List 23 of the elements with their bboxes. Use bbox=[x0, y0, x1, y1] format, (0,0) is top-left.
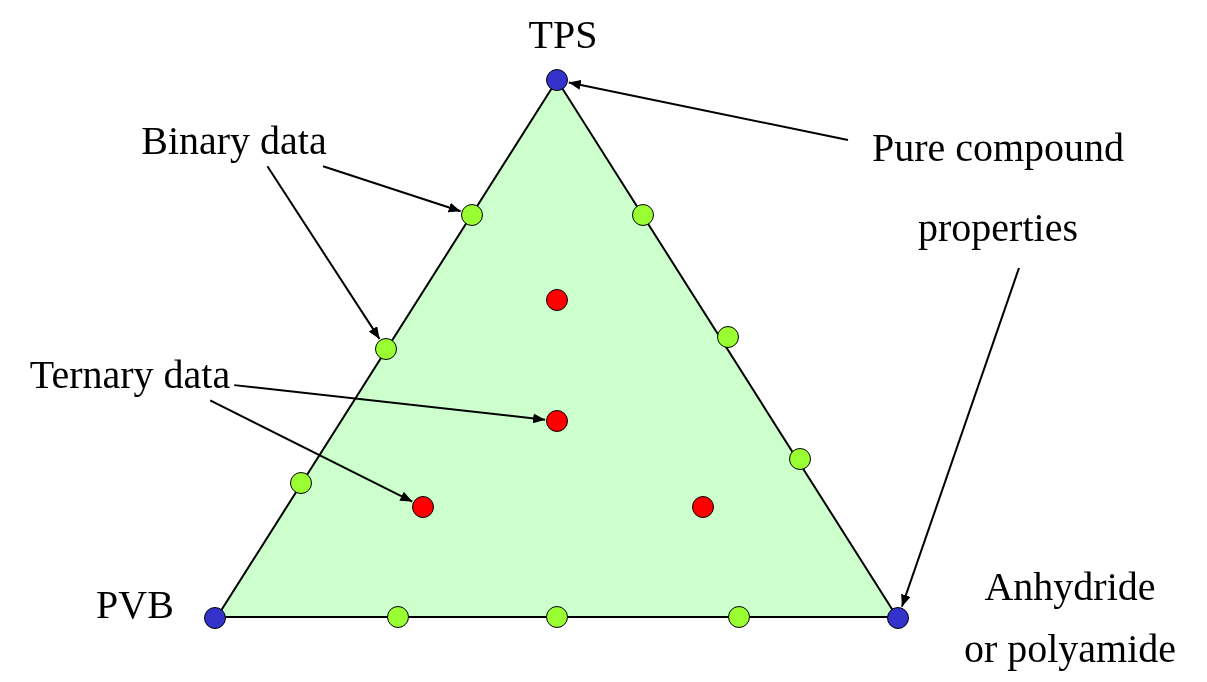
callout-label: Ternary data bbox=[29, 352, 231, 398]
data-point bbox=[632, 204, 654, 226]
leader-arrow bbox=[322, 165, 462, 213]
data-point bbox=[375, 338, 397, 360]
vertex-label: TPS bbox=[528, 12, 598, 58]
data-point bbox=[728, 606, 750, 628]
data-point bbox=[204, 607, 226, 629]
leader-arrow bbox=[900, 267, 1020, 608]
data-point bbox=[546, 69, 568, 91]
data-point bbox=[717, 326, 739, 348]
leader-arrow bbox=[233, 384, 547, 424]
data-point bbox=[887, 607, 909, 629]
callout-label: Binary data bbox=[141, 118, 327, 164]
leader-arrow bbox=[567, 79, 849, 141]
vertex-label: Anhydride or polyamide bbox=[963, 563, 1177, 673]
data-point bbox=[290, 472, 312, 494]
data-point bbox=[789, 448, 811, 470]
leader-arrow bbox=[209, 399, 414, 503]
callout-label: Pure compound properties bbox=[848, 108, 1148, 268]
data-point bbox=[461, 204, 483, 226]
vertex-label: PVB bbox=[96, 582, 174, 628]
leader-arrow bbox=[266, 165, 381, 340]
data-point bbox=[387, 606, 409, 628]
